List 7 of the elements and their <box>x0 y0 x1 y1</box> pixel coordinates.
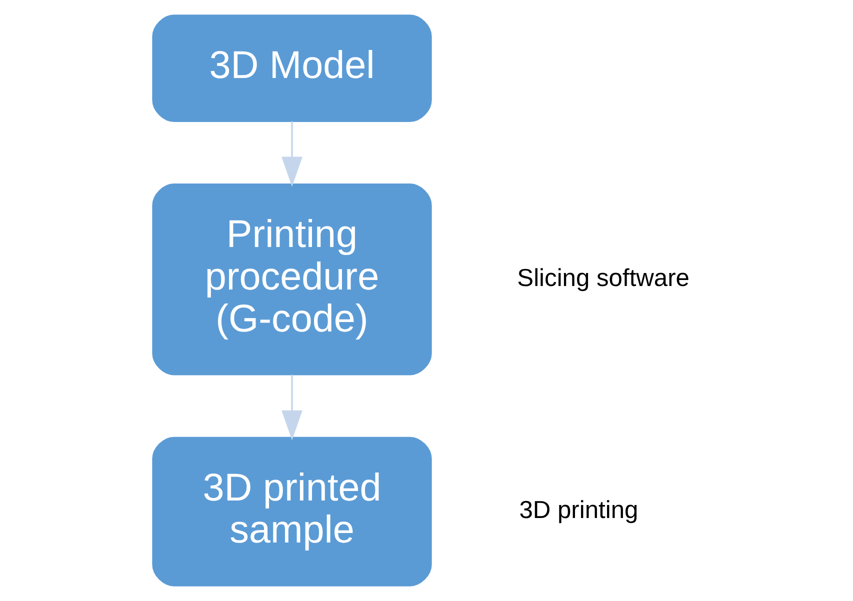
node-box: 3D Model <box>152 14 432 122</box>
node-box: Printing procedure (G-code) <box>152 184 432 376</box>
arrow <box>281 121 302 187</box>
node-label: 3D printing <box>518 497 638 524</box>
node-label: Slicing software <box>516 264 690 292</box>
arrow <box>281 374 302 440</box>
node-box: 3D printed sample <box>152 436 432 586</box>
